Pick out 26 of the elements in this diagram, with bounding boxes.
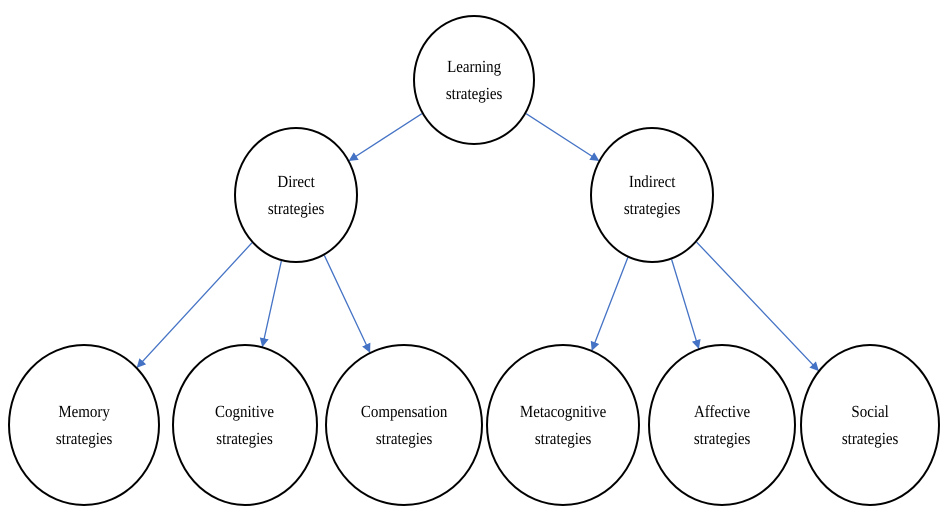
circle-node	[234, 127, 358, 263]
circle-node	[648, 344, 796, 506]
node-label: Learning strategies	[446, 56, 502, 105]
arrow	[348, 113, 422, 162]
arrow	[324, 255, 370, 353]
node-label: Social strategies	[842, 400, 898, 450]
circle-node	[486, 344, 640, 506]
node-label: Direct strategies	[268, 170, 324, 220]
node-label: Metacognitive strategies	[520, 400, 606, 450]
circle-node	[413, 15, 535, 145]
node-label: Memory strategies	[56, 400, 112, 450]
circle-node	[325, 344, 483, 506]
circle-node	[172, 344, 318, 506]
arrow	[696, 242, 819, 372]
node-label: Compensation strategies	[360, 400, 448, 450]
node-label: Affective strategies	[694, 400, 750, 450]
arrow	[260, 260, 282, 348]
arrow	[136, 242, 252, 368]
node-label: Cognitive strategies	[216, 400, 274, 450]
node-label: Indirect strategies	[624, 170, 680, 220]
arrow	[590, 257, 628, 351]
circle-node	[800, 344, 940, 506]
arrow	[526, 113, 600, 162]
circle-node	[8, 344, 160, 506]
circle-node	[590, 127, 714, 263]
arrow	[671, 259, 701, 350]
